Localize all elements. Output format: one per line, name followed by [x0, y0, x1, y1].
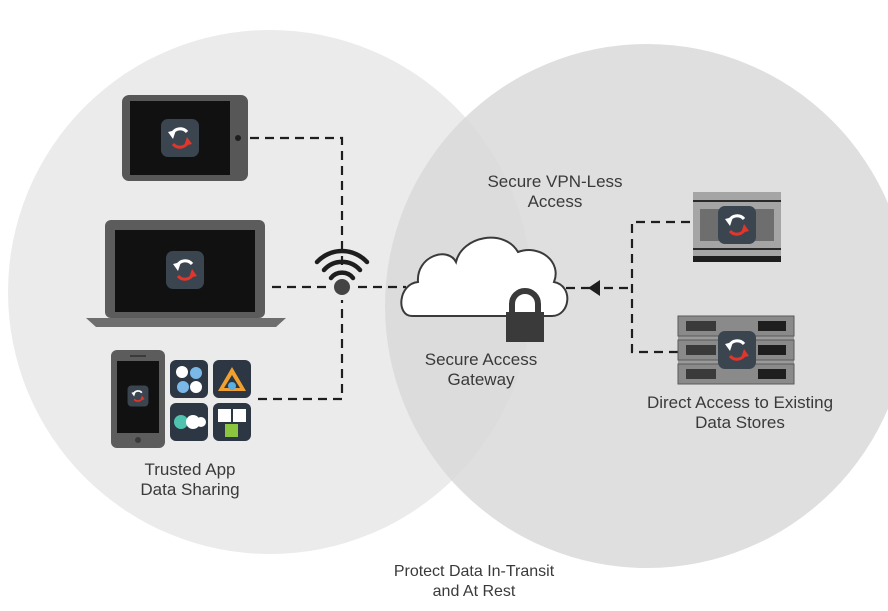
sync-app-icon	[716, 204, 758, 246]
tablet-icon	[122, 95, 248, 181]
label-line: Access	[527, 192, 583, 211]
label-trusted-app: Trusted App Data Sharing	[110, 460, 270, 500]
arrow-head	[588, 280, 600, 296]
label-line: Direct Access to Existing	[646, 393, 834, 412]
triangle-app-icon	[213, 360, 251, 398]
server-icon	[693, 192, 781, 262]
label-line: Trusted App	[144, 460, 236, 479]
label-line: Gateway	[447, 370, 515, 389]
connector-lines	[250, 136, 690, 401]
cloud-icon	[400, 236, 569, 317]
label-protect-data: Protect Data In-Transit and At Rest	[364, 562, 584, 602]
label-line: Data Stores	[695, 413, 785, 432]
app-tiles	[170, 360, 251, 441]
phone-icon	[111, 350, 165, 448]
lock-icon	[506, 288, 544, 342]
label-vpn-less: Secure VPN-Less Access	[470, 172, 640, 212]
pinwheel-app-icon	[170, 360, 208, 398]
phone-link	[258, 300, 344, 401]
chat-app-icon	[170, 403, 208, 441]
sync-app-icon	[164, 249, 206, 291]
wifi-icon	[314, 248, 370, 295]
sync-app-icon	[126, 384, 150, 408]
tablet-link	[250, 136, 344, 270]
sync-app-icon	[716, 329, 758, 371]
server-top-link	[630, 220, 690, 354]
share-app-icon	[213, 403, 251, 441]
server-rack-icon	[677, 315, 795, 385]
label-line: Secure VPN-Less	[487, 172, 623, 191]
label-line: Protect Data In-Transit	[393, 563, 555, 580]
label-line: and At Rest	[432, 583, 516, 600]
laptop-icon	[86, 220, 286, 327]
label-gateway: Secure Access Gateway	[398, 350, 564, 390]
sync-app-icon	[159, 117, 201, 159]
label-line: Secure Access	[424, 350, 538, 369]
label-direct-access: Direct Access to Existing Data Stores	[612, 393, 868, 433]
label-line: Data Sharing	[140, 480, 240, 499]
circle-right	[385, 44, 888, 568]
